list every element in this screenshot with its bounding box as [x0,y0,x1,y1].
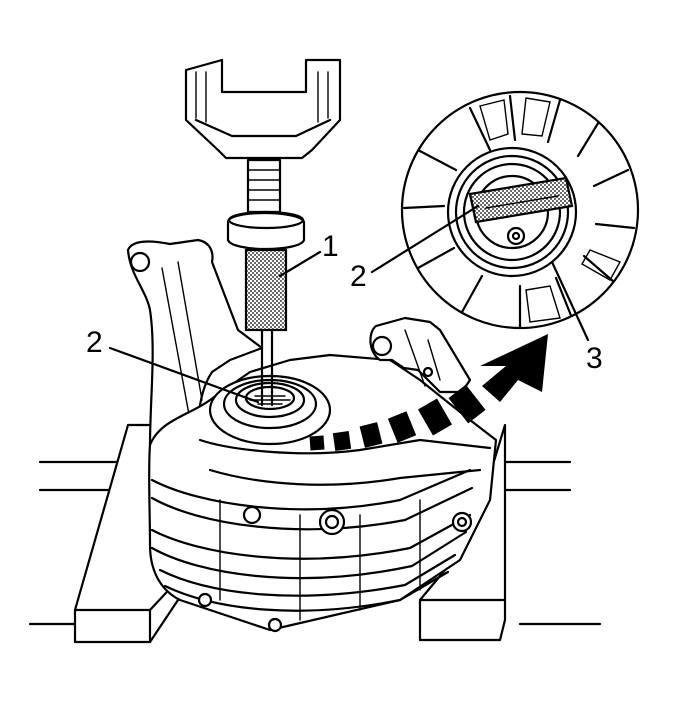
curved-arrow-icon [309,334,548,452]
callout-3: 3 [586,342,603,375]
callout-1: 1 [322,230,339,263]
callout-leaders [108,204,590,404]
press-tool [184,58,342,407]
detail-view [400,90,640,330]
installer-tool [244,248,288,332]
callout-2-bearing: 2 [86,326,103,359]
callout-2-detail: 2 [350,260,367,293]
